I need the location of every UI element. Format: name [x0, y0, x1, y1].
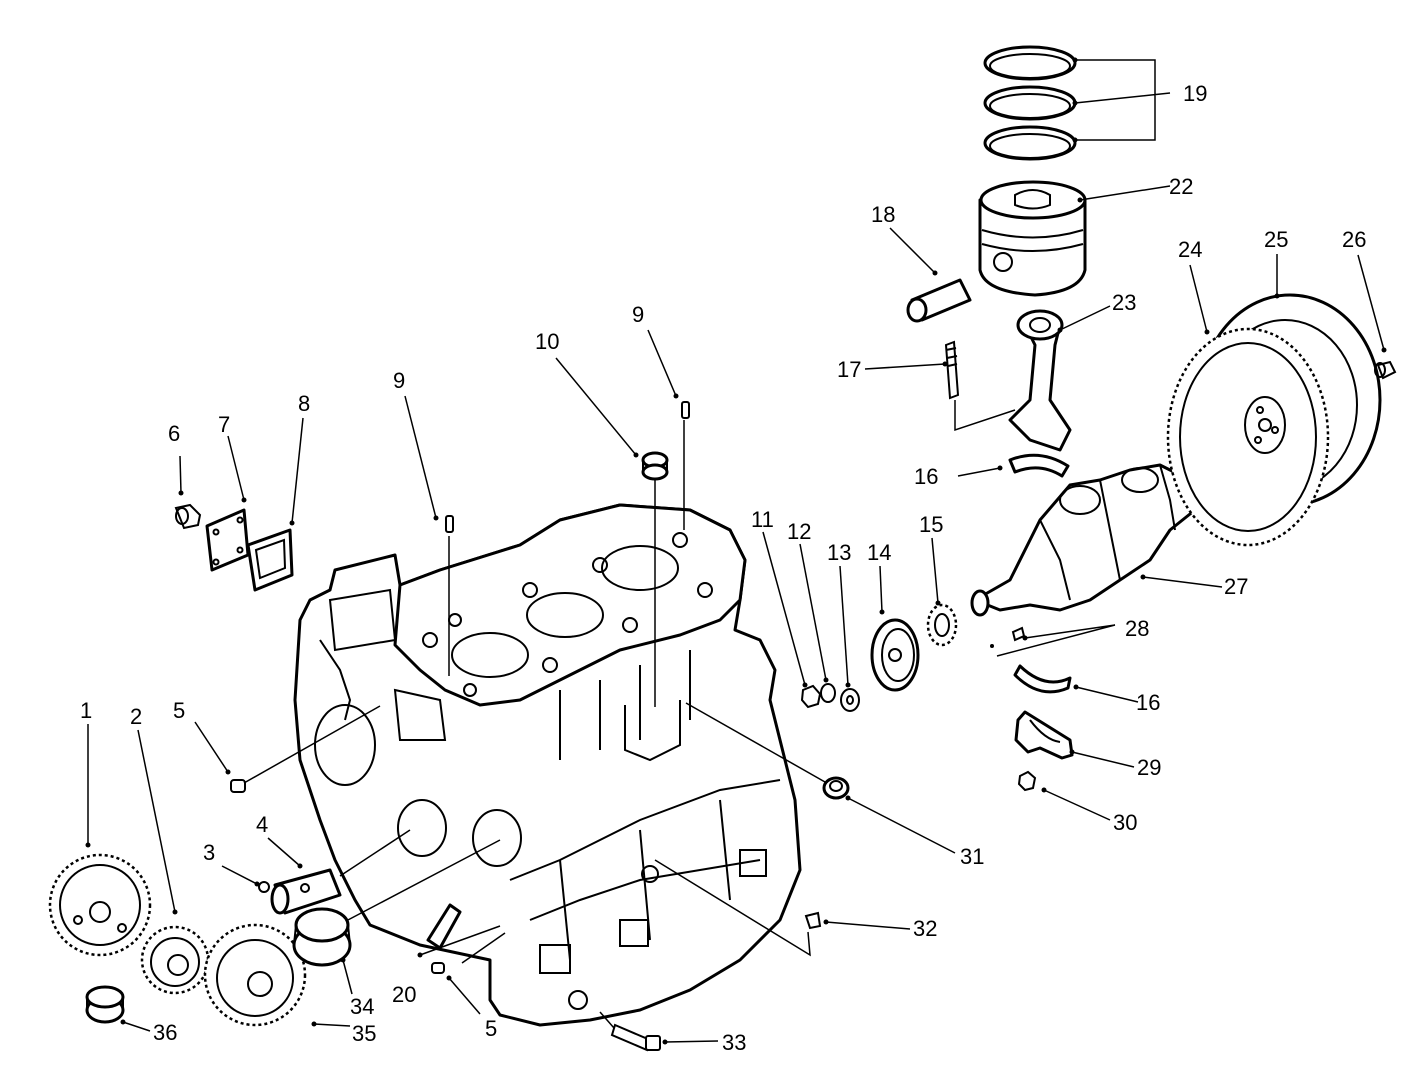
callout-34: 34 [350, 994, 374, 1019]
washer-13 [840, 688, 860, 712]
pulley-14 [870, 618, 920, 692]
callout-2: 2 [130, 704, 142, 729]
callout-13: 13 [827, 540, 851, 565]
nut-30 [1017, 770, 1037, 792]
crankshaft-27 [970, 463, 1197, 617]
gear-2 [140, 925, 210, 995]
callout-27: 27 [1224, 574, 1248, 599]
pin-9-left [445, 515, 454, 533]
dowel-5-lower [431, 962, 445, 974]
crank-gear-15 [926, 603, 958, 647]
bolt-6 [174, 503, 202, 530]
bearing-16-upper [1008, 453, 1070, 478]
callout-35: 35 [352, 1021, 376, 1046]
callout-16-lower: 16 [1136, 690, 1160, 715]
gasket-8 [246, 528, 294, 592]
bolt-26 [1374, 360, 1397, 380]
callout-1: 1 [80, 698, 92, 723]
callout-9-right: 9 [632, 302, 644, 327]
callout-32: 32 [913, 916, 937, 941]
piston-22 [978, 180, 1087, 297]
rings-19 [983, 45, 1077, 161]
callout-5-upper: 5 [173, 698, 185, 723]
callout-7: 7 [218, 412, 230, 437]
callout-11: 11 [751, 507, 774, 532]
callout-16-upper: 16 [914, 464, 938, 489]
callout-36: 36 [153, 1020, 177, 1045]
bearing-16-lower [1013, 664, 1072, 694]
nut-11 [800, 684, 822, 709]
callout-12: 12 [787, 519, 811, 544]
callout-24: 24 [1178, 237, 1202, 262]
cam-gear-35 [203, 923, 307, 1027]
callout-6: 6 [168, 421, 180, 446]
callout-33: 33 [722, 1030, 746, 1055]
washer-12 [820, 683, 836, 703]
plug-10 [641, 451, 669, 481]
idler-gear-1 [48, 853, 152, 957]
cylinder-block [293, 503, 802, 1027]
callout-10: 10 [535, 329, 559, 354]
pin-9-right [681, 401, 690, 419]
leader-lines [87, 59, 1385, 1043]
bushing-36 [85, 985, 125, 1024]
callout-17: 17 [837, 357, 861, 382]
callout-28: 28 [1125, 616, 1149, 641]
callout-25: 25 [1264, 227, 1288, 252]
plug-32 [804, 911, 822, 930]
callout-22: 22 [1169, 174, 1193, 199]
dowel-5-upper [230, 779, 246, 793]
callout-5-lower: 5 [485, 1016, 497, 1041]
callout-20: 20 [392, 982, 416, 1007]
callout-30: 30 [1113, 810, 1137, 835]
cover-plate-7 [205, 508, 250, 572]
shaft-4 [270, 868, 342, 915]
rod-bolt-17 [944, 340, 960, 400]
callout-23: 23 [1112, 290, 1136, 315]
bushing-34 [292, 907, 352, 967]
piston-pin-18 [906, 278, 972, 323]
ball-3 [258, 881, 270, 893]
callout-8: 8 [298, 391, 310, 416]
callout-9-left: 9 [393, 368, 405, 393]
callout-3: 3 [203, 840, 215, 865]
callout-19: 19 [1183, 81, 1207, 106]
leader-dots [85, 57, 1387, 1045]
main-bearing-cap-29 [1014, 710, 1074, 760]
callout-29: 29 [1137, 755, 1161, 780]
callout-14: 14 [867, 540, 891, 565]
pin-20 [426, 903, 462, 950]
callout-labels: 1 2 3 4 5 5 6 7 8 9 9 10 11 12 13 14 15 … [80, 81, 1366, 1055]
callout-31: 31 [960, 844, 984, 869]
ring-gear-24 [1166, 327, 1330, 547]
keys-28 [990, 626, 1026, 648]
callout-26: 26 [1342, 227, 1366, 252]
callout-18: 18 [871, 202, 895, 227]
plug-31 [822, 776, 850, 800]
bolt-33 [610, 1023, 661, 1052]
callout-4: 4 [256, 812, 268, 837]
con-rod-23 [1008, 309, 1072, 452]
callout-15: 15 [919, 512, 943, 537]
